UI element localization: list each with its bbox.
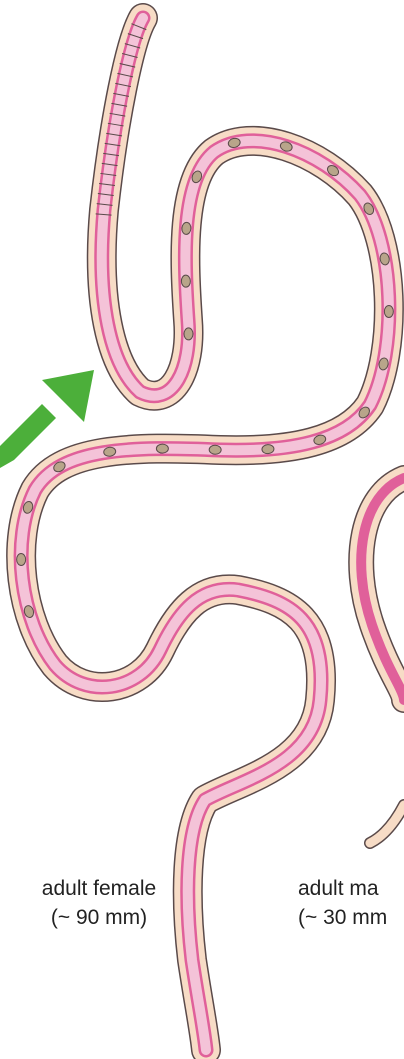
male-label: adult ma (~ 30 mm: [298, 874, 387, 932]
egg: [209, 445, 221, 454]
egg: [156, 444, 168, 453]
male-label-size: (~ 30 mm: [298, 903, 387, 932]
male-label-name: adult ma: [298, 874, 387, 903]
female-label: adult female (~ 90 mm): [14, 874, 184, 932]
egg: [184, 328, 193, 340]
egg: [181, 222, 191, 235]
egg: [181, 275, 190, 287]
egg: [262, 444, 275, 454]
egg: [17, 553, 26, 565]
egg: [384, 305, 393, 317]
female-label-name: adult female: [14, 874, 184, 903]
male-worm-icon: [361, 478, 404, 843]
female-label-size: (~ 90 mm): [14, 903, 184, 932]
